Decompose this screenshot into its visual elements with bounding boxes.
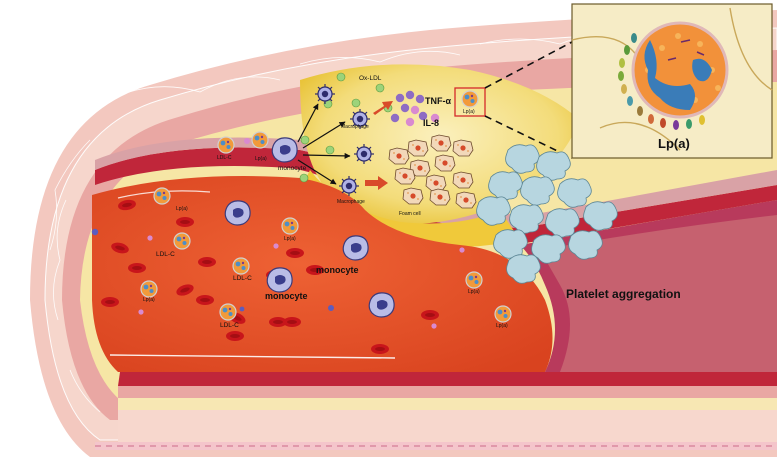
ldl-c-label-1: LDL-C: [156, 251, 175, 258]
monocyte-cell-4: [368, 292, 395, 318]
macrophage-label-1: Macrophage: [341, 124, 369, 130]
bottom-adventitia-strip: [95, 442, 777, 450]
lumen-labels: LDL-C LDL-C LDL-C Lp(a) Lp(a) Lp(a) Lp(a…: [143, 206, 508, 329]
small-particles: [91, 228, 465, 329]
plaque-arrows: [297, 103, 351, 185]
monocyte-lumen-label-1: monocyte: [316, 265, 359, 275]
plaque-monocyte: [271, 137, 298, 163]
lpa-inset: Lp(a): [571, 3, 773, 159]
ldl-c-label-3: LDL-C: [220, 322, 239, 329]
ldl-c-label-2: LDL-C: [233, 275, 252, 282]
lpa-box-label: Lp(a): [463, 109, 475, 115]
lpa-top-label: Lp(a): [255, 156, 267, 162]
platelet-aggregation-label: Platelet aggregation: [566, 287, 681, 301]
vessel-lumen: [92, 176, 553, 372]
lumen-highlight: [109, 354, 396, 359]
ldl-c-top-label: LDL-C: [217, 155, 232, 161]
monocyte-lumen-label-2: monocyte: [265, 291, 308, 301]
wall-lipoproteins: LDL-C Lp(a): [217, 131, 269, 162]
lpa-highlight-box: Lp(a): [454, 87, 486, 117]
lower-wall-bands: [118, 372, 777, 442]
lpa-label-2: Lp(a): [143, 297, 155, 303]
monocyte-cell-2: [266, 267, 293, 293]
red-arrows: [365, 101, 393, 190]
cytokine-cluster: [390, 90, 440, 127]
lpa-label-5: Lp(a): [176, 206, 188, 212]
lpa-label-1: Lp(a): [284, 236, 296, 242]
monocyte-plaque-label: monocyte: [278, 165, 307, 172]
plaque-ox-ldl-particles: [299, 72, 393, 183]
tnf-label: TNF-α: [425, 96, 451, 106]
monocyte-cell-1: [224, 200, 251, 226]
ox-ldl-label: Ox-LDL: [359, 75, 382, 82]
plaque-labels: Ox-LDL TNF-α IL-8 Macrophage Macrophage …: [278, 75, 451, 217]
il8-label: IL-8: [423, 118, 439, 128]
apolipoprotein-a-chain: [618, 33, 705, 130]
lpa-label-3: Lp(a): [468, 289, 480, 295]
monocyte-cell-3: [342, 235, 369, 261]
stenotic-plaque: [540, 215, 777, 372]
inset-title: Lp(a): [658, 136, 690, 151]
lpa-label-4: Lp(a): [496, 323, 508, 329]
zoom-lines: [484, 41, 573, 159]
macrophage-label-2: Macrophage: [337, 199, 365, 205]
foam-cell-label: Foam cell: [399, 211, 421, 217]
